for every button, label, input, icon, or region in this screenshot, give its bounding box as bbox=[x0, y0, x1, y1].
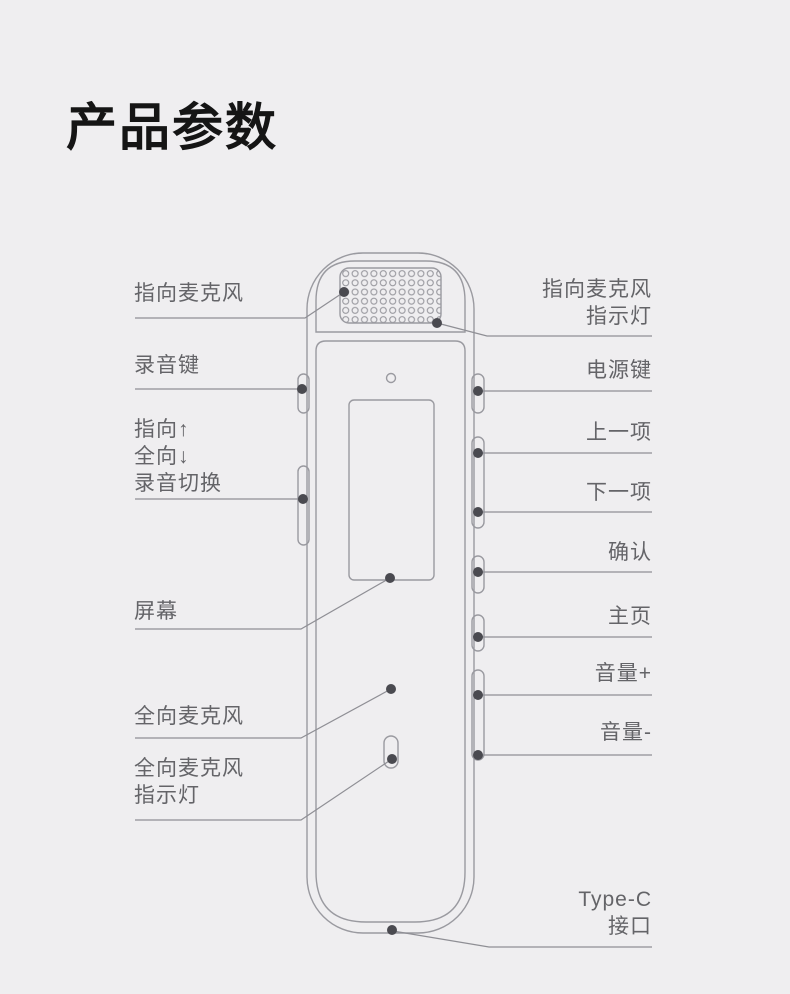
prev-next-rocker bbox=[471, 436, 485, 529]
label-type-c-port-line1: Type-C bbox=[578, 888, 652, 911]
dot-power-button bbox=[473, 386, 483, 396]
callout-line-omni-mic bbox=[135, 688, 392, 739]
label-home: 主页 bbox=[608, 603, 652, 630]
mode-switch-slider bbox=[297, 465, 310, 546]
grille-holes-pattern bbox=[340, 268, 441, 323]
label-type-c-port-line2: 接口 bbox=[608, 915, 652, 938]
top-cap bbox=[315, 260, 466, 333]
label-type-c-port: Type-C 接口 bbox=[578, 886, 652, 940]
label-screen-text: 屏幕 bbox=[134, 600, 178, 623]
label-directional-mic-indicator-line2: 指示灯 bbox=[586, 305, 652, 328]
dot-home bbox=[473, 632, 483, 642]
home-side-button bbox=[471, 614, 485, 652]
callout-line-directional-mic bbox=[135, 291, 345, 319]
label-omni-mic-indicator-line2: 指示灯 bbox=[134, 784, 200, 807]
recorder-body-outline bbox=[297, 252, 485, 934]
directional-mic-grille bbox=[339, 267, 442, 324]
label-next-item-text: 下一项 bbox=[586, 481, 652, 504]
dot-volume-up bbox=[473, 690, 483, 700]
label-power-button-text: 电源键 bbox=[586, 359, 652, 382]
label-directional-mic: 指向麦克风 bbox=[134, 280, 244, 307]
label-screen: 屏幕 bbox=[134, 598, 178, 625]
dot-confirm bbox=[473, 567, 483, 577]
page-title: 产品参数 bbox=[66, 99, 279, 156]
dot-record-button bbox=[297, 384, 307, 394]
front-panel bbox=[315, 340, 466, 923]
record-side-button bbox=[297, 373, 310, 414]
dot-screen bbox=[385, 573, 395, 583]
label-mode-switch-line2: 全向↓ bbox=[134, 445, 190, 468]
power-side-button bbox=[471, 373, 485, 414]
label-volume-up: 音量+ bbox=[595, 660, 652, 687]
label-directional-mic-indicator: 指向麦克风 指示灯 bbox=[542, 276, 652, 330]
dot-previous-item bbox=[473, 448, 483, 458]
label-power-button: 电源键 bbox=[586, 357, 652, 384]
label-omni-mic-text: 全向麦克风 bbox=[134, 705, 244, 728]
front-indicator-light bbox=[385, 372, 397, 384]
callout-lines bbox=[135, 291, 652, 948]
label-directional-mic-indicator-line1: 指向麦克风 bbox=[542, 278, 652, 301]
label-mode-switch: 指向↑ 全向↓ 录音切换 bbox=[134, 416, 222, 497]
omni-mic-indicator-capsule bbox=[383, 735, 399, 769]
dot-type-c-port bbox=[387, 925, 397, 935]
label-volume-up-text: 音量+ bbox=[594, 662, 652, 685]
confirm-side-button bbox=[471, 555, 485, 594]
callout-line-screen bbox=[135, 577, 391, 630]
label-record-button-text: 录音键 bbox=[134, 354, 200, 377]
callout-line-directional-mic-indicator bbox=[436, 322, 652, 337]
device-outer-shell bbox=[306, 252, 475, 934]
dot-directional-mic-indicator bbox=[432, 318, 442, 328]
dot-omni-mic bbox=[386, 684, 396, 694]
callout-dots bbox=[297, 287, 483, 935]
callout-line-omni-mic-indicator bbox=[135, 758, 393, 821]
dot-omni-mic-indicator bbox=[387, 754, 397, 764]
label-omni-mic: 全向麦克风 bbox=[134, 703, 244, 730]
label-directional-mic-text: 指向麦克风 bbox=[134, 282, 244, 305]
label-omni-mic-indicator: 全向麦克风 指示灯 bbox=[134, 755, 244, 809]
dot-mode-switch bbox=[298, 494, 308, 504]
callout-line-type-c bbox=[392, 930, 652, 948]
dot-next-item bbox=[473, 507, 483, 517]
label-volume-down-text: 音量- bbox=[600, 721, 652, 744]
label-previous-item-text: 上一项 bbox=[586, 421, 652, 444]
label-home-text: 主页 bbox=[608, 605, 652, 628]
screen bbox=[348, 399, 435, 581]
label-confirm-text: 确认 bbox=[608, 541, 652, 564]
label-omni-mic-indicator-line1: 全向麦克风 bbox=[134, 757, 244, 780]
dot-directional-mic bbox=[339, 287, 349, 297]
label-confirm: 确认 bbox=[608, 539, 652, 566]
label-mode-switch-line1: 指向↑ bbox=[134, 418, 190, 441]
label-next-item: 下一项 bbox=[586, 479, 652, 506]
label-volume-down: 音量- bbox=[600, 719, 652, 746]
label-mode-switch-line3: 录音切换 bbox=[134, 472, 222, 495]
label-previous-item: 上一项 bbox=[586, 419, 652, 446]
label-record-button: 录音键 bbox=[134, 352, 200, 379]
dot-volume-down bbox=[473, 750, 483, 760]
